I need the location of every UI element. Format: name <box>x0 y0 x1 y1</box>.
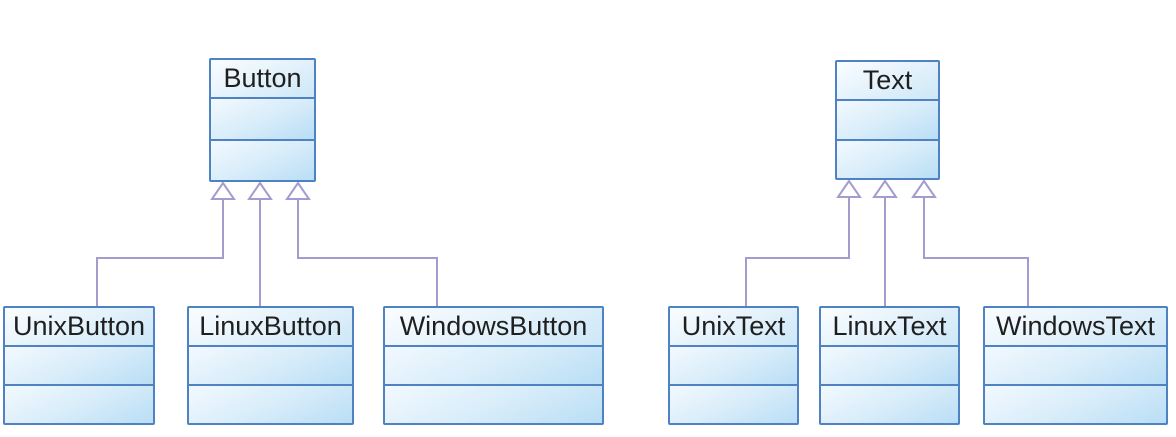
class-name-label: UnixButton <box>5 308 153 347</box>
generalization-arrow-unixtext-to-text <box>745 179 862 307</box>
hollow-triangle-arrowhead <box>872 179 898 198</box>
attributes-compartment <box>211 99 314 141</box>
class-name-label: Button <box>211 60 314 99</box>
hollow-triangle-arrowhead <box>210 181 236 200</box>
class-box-windowsbutton: WindowsButton <box>383 306 604 425</box>
operations-compartment <box>837 140 938 178</box>
class-box-unixbutton: UnixButton <box>3 306 155 425</box>
class-box-windowstext: WindowsText <box>983 306 1168 425</box>
class-name-label: WindowsText <box>985 308 1166 347</box>
attributes-compartment <box>985 347 1166 386</box>
operations-compartment <box>385 386 602 423</box>
generalization-arrow-windowsbutton-to-button <box>285 181 438 307</box>
hollow-triangle-arrowhead <box>911 179 937 198</box>
generalization-arrow-linuxtext-to-text <box>872 179 898 307</box>
operations-compartment <box>189 386 352 423</box>
operations-compartment <box>211 140 314 180</box>
class-name-label: WindowsButton <box>385 308 602 347</box>
attributes-compartment <box>385 347 602 386</box>
operations-compartment <box>670 386 797 423</box>
generalization-arrow-linuxbutton-to-button <box>247 181 273 307</box>
class-box-text: Text <box>835 60 940 180</box>
generalization-arrow-windowstext-to-text <box>911 179 1029 307</box>
attributes-compartment <box>670 347 797 386</box>
class-box-button: Button <box>209 58 316 182</box>
hollow-triangle-arrowhead <box>247 181 273 200</box>
hollow-triangle-arrowhead <box>285 181 311 200</box>
hollow-triangle-arrowhead <box>836 179 862 198</box>
class-name-label: LinuxText <box>821 308 958 347</box>
class-name-label: Text <box>837 62 938 101</box>
class-box-unixtext: UnixText <box>668 306 799 425</box>
attributes-compartment <box>837 101 938 141</box>
class-name-label: UnixText <box>670 308 797 347</box>
class-name-label: LinuxButton <box>189 308 352 347</box>
operations-compartment <box>985 386 1166 423</box>
attributes-compartment <box>189 347 352 386</box>
operations-compartment <box>5 386 153 423</box>
generalization-arrow-unixbutton-to-button <box>96 181 236 307</box>
class-box-linuxtext: LinuxText <box>819 306 960 425</box>
class-box-linuxbutton: LinuxButton <box>187 306 354 425</box>
operations-compartment <box>821 386 958 423</box>
attributes-compartment <box>821 347 958 386</box>
attributes-compartment <box>5 347 153 386</box>
